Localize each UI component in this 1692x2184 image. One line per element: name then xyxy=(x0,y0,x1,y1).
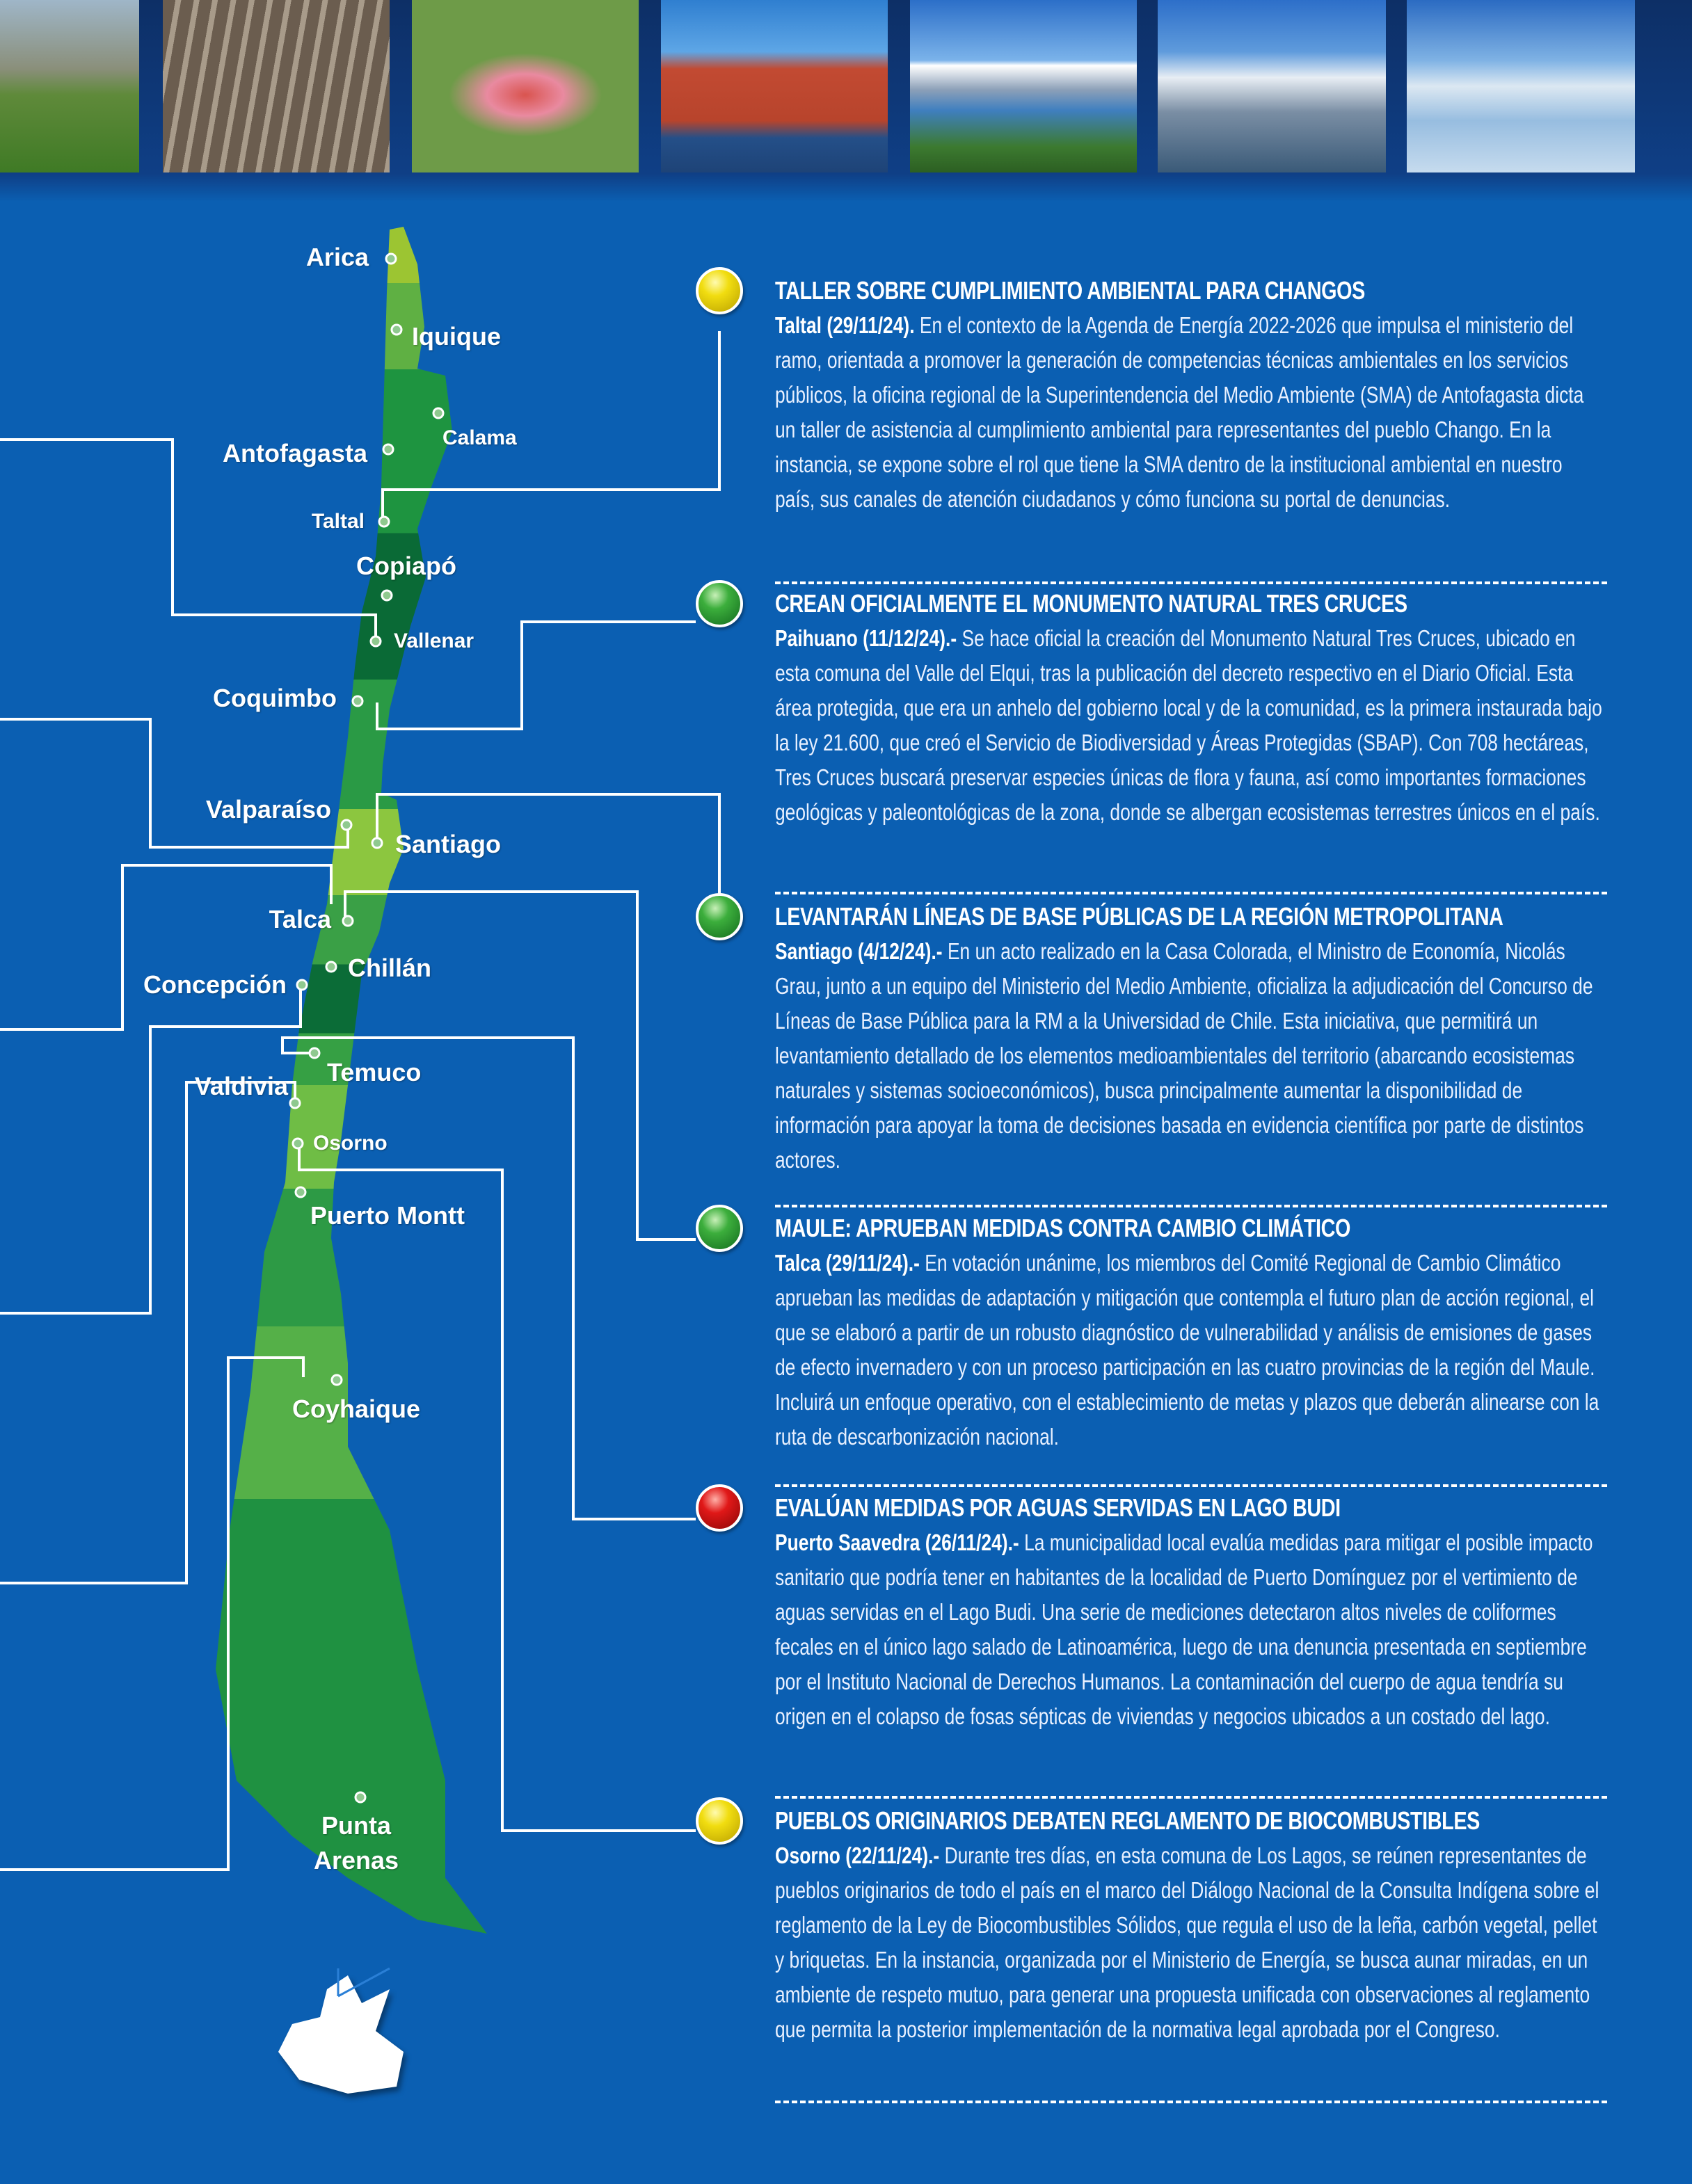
news-place-date: Talca (29/11/24).- xyxy=(775,1250,920,1276)
green-status-bulb-icon xyxy=(696,893,743,940)
dashed-divider xyxy=(775,2101,1607,2103)
dashed-divider xyxy=(775,1205,1607,1207)
news-place-date: Puerto Saavedra (26/11/24).- xyxy=(775,1529,1019,1555)
photo-palafitos xyxy=(661,0,888,172)
news-title: EVALÚAN MEDIDAS POR AGUAS SERVIDAS EN LA… xyxy=(775,1493,1341,1522)
news-place-date: Osorno (22/11/24).- xyxy=(775,1842,940,1868)
yellow-status-bulb-icon xyxy=(696,267,743,314)
news-place-date: Taltal (29/11/24). xyxy=(775,312,915,338)
city-marker xyxy=(289,1097,301,1109)
news-body: Osorno (22/11/24).- Durante tres días, e… xyxy=(775,1838,1604,2047)
dashed-divider xyxy=(775,1796,1607,1799)
news-text: En votación unánime, los miembros del Co… xyxy=(775,1250,1599,1450)
antarctica-shape xyxy=(278,1975,404,2094)
news-title: CREAN OFICIALMENTE EL MONUMENTO NATURAL … xyxy=(775,589,1407,618)
dashed-divider xyxy=(775,581,1607,584)
green-status-bulb-icon xyxy=(696,580,743,627)
city-label: Chillán xyxy=(348,954,432,982)
news-text: En el contexto de la Agenda de Energía 2… xyxy=(775,312,1584,512)
news-item: TALLER SOBRE CUMPLIMIENTO AMBIENTAL PARA… xyxy=(775,273,1604,517)
city-marker xyxy=(342,915,354,927)
yellow-status-bulb-icon xyxy=(696,1797,743,1845)
city-marker xyxy=(292,1137,304,1150)
dashed-divider xyxy=(775,1484,1607,1487)
news-item: MAULE: APRUEBAN MEDIDAS CONTRA CAMBIO CL… xyxy=(775,1211,1604,1454)
chile-territory xyxy=(216,227,487,1934)
city-label: Iquique xyxy=(412,322,501,351)
city-marker xyxy=(296,979,308,991)
city-marker xyxy=(325,961,337,973)
news-title: LEVANTARÁN LÍNEAS DE BASE PÚBLICAS DE LA… xyxy=(775,902,1503,931)
city-label: Puerto Montt xyxy=(310,1201,465,1230)
city-marker xyxy=(378,515,390,528)
city-marker xyxy=(330,1374,343,1386)
news-body: Taltal (29/11/24). En el contexto de la … xyxy=(775,308,1604,517)
city-marker xyxy=(354,1791,367,1804)
news-body: Puerto Saavedra (26/11/24).- La municipa… xyxy=(775,1525,1604,1734)
city-label: Vallenar xyxy=(394,629,474,652)
city-label: Valdivia xyxy=(194,1072,288,1100)
city-marker xyxy=(308,1047,321,1059)
antarctic-sector-lines xyxy=(337,1967,390,1998)
news-item: CREAN OFICIALMENTE EL MONUMENTO NATURAL … xyxy=(775,586,1604,830)
city-label: Valparaíso xyxy=(205,795,331,824)
news-body: Santiago (4/12/24).- En un acto realizad… xyxy=(775,934,1604,1178)
city-label: Santiago xyxy=(395,830,502,858)
news-body: Paihuano (11/12/24).- Se hace oficial la… xyxy=(775,621,1604,830)
city-markers xyxy=(289,252,445,1804)
red-status-bulb-icon xyxy=(696,1484,743,1532)
news-text: En un acto realizado en la Casa Colorada… xyxy=(775,938,1593,1173)
photo-volcano xyxy=(910,0,1137,172)
photo-mountains xyxy=(1158,0,1386,172)
city-label: Temuco xyxy=(327,1058,422,1086)
photo-valley xyxy=(0,0,139,172)
city-label: Osorno xyxy=(313,1132,388,1155)
city-label: Talca xyxy=(269,905,331,933)
city-label: Coquimbo xyxy=(213,684,337,712)
city-label: Arica xyxy=(305,243,369,271)
news-item: LEVANTARÁN LÍNEAS DE BASE PÚBLICAS DE LA… xyxy=(775,899,1604,1178)
city-label: Calama xyxy=(442,426,517,449)
city-marker xyxy=(371,837,383,849)
city-marker xyxy=(294,1186,307,1198)
photo-banner xyxy=(0,0,1692,202)
news-text: La municipalidad local evalúa medidas pa… xyxy=(775,1529,1593,1729)
news-place-date: Santiago (4/12/24).- xyxy=(775,938,943,964)
news-text: Durante tres días, en esta comuna de Los… xyxy=(775,1842,1599,2042)
news-text: Se hace oficial la creación del Monument… xyxy=(775,625,1602,825)
city-marker xyxy=(390,323,403,336)
photo-glacier xyxy=(1407,0,1635,172)
city-label: Taltal xyxy=(311,510,365,533)
news-title: PUEBLOS ORIGINARIOS DEBATEN REGLAMENTO D… xyxy=(775,1806,1480,1835)
news-body: Talca (29/11/24).- En votación unánime, … xyxy=(775,1246,1604,1454)
news-title: TALLER SOBRE CUMPLIMIENTO AMBIENTAL PARA… xyxy=(775,276,1365,305)
connector-lines xyxy=(0,331,721,1871)
photo-funicular xyxy=(163,0,390,172)
city-label: Antofagasta xyxy=(222,439,367,467)
city-marker xyxy=(369,635,382,648)
city-marker xyxy=(432,407,445,419)
city-label: Punta Arenas xyxy=(313,1811,399,1874)
city-label: Concepción xyxy=(143,970,287,999)
green-status-bulb-icon xyxy=(696,1205,743,1252)
news-title: MAULE: APRUEBAN MEDIDAS CONTRA CAMBIO CL… xyxy=(775,1214,1351,1242)
city-marker xyxy=(381,589,393,602)
city-marker xyxy=(382,443,394,456)
news-place-date: Paihuano (11/12/24).- xyxy=(775,625,957,651)
dashed-divider xyxy=(775,892,1607,894)
photo-flower-clock xyxy=(412,0,639,172)
city-label: Coyhaique xyxy=(292,1395,421,1423)
city-marker xyxy=(385,252,397,265)
city-marker xyxy=(351,695,364,707)
city-marker xyxy=(340,819,353,831)
city-label: Copiapó xyxy=(356,552,456,580)
news-item: EVALÚAN MEDIDAS POR AGUAS SERVIDAS EN LA… xyxy=(775,1491,1604,1734)
news-item: PUEBLOS ORIGINARIOS DEBATEN REGLAMENTO D… xyxy=(775,1804,1604,2047)
